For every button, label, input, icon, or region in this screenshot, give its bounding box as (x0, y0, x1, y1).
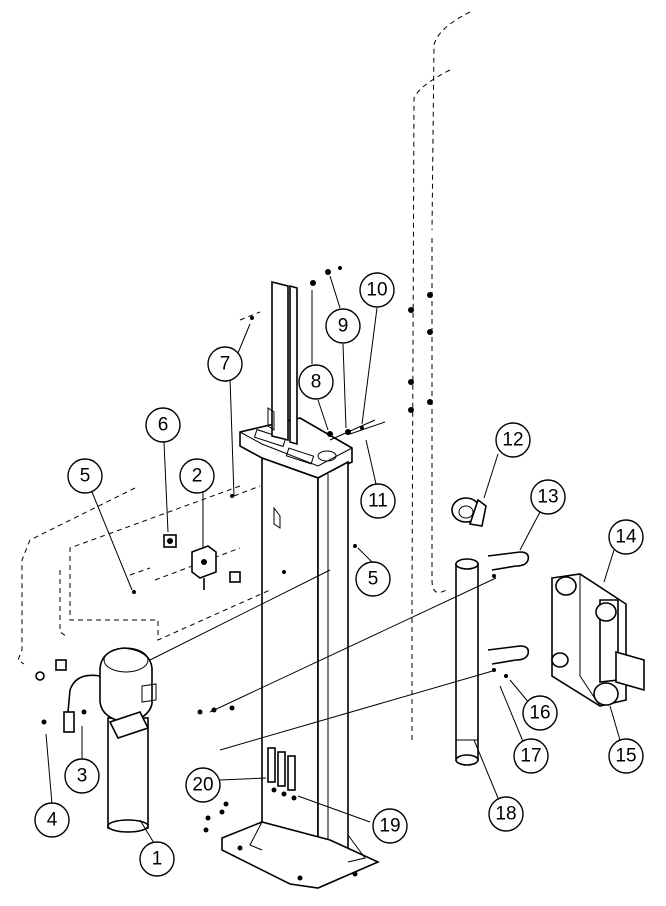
callout-14: 14 (608, 519, 644, 555)
callout-20: 20 (185, 767, 221, 803)
callout-9-label: 9 (338, 316, 349, 337)
callout-17-label: 17 (520, 746, 541, 767)
callout-18-label: 18 (495, 804, 516, 825)
callout-5-left: 5 (67, 458, 103, 494)
callout-19-label: 19 (379, 816, 400, 837)
callout-7-label: 7 (220, 354, 231, 375)
fitting-6 (163, 534, 177, 548)
callout-3-label: 3 (77, 766, 88, 787)
callout-7: 7 (207, 346, 243, 382)
leader-lines (45, 275, 621, 849)
callout-1-label: 1 (152, 849, 163, 870)
callout-12-label: 12 (502, 430, 523, 451)
callout-18: 18 (488, 796, 524, 832)
callout-5-right-label: 5 (368, 569, 379, 590)
callout-15: 15 (608, 738, 644, 774)
column-post (221, 280, 380, 889)
hardware-dots (41, 266, 508, 833)
callout-4-label: 4 (47, 810, 58, 831)
carriage-bracket (551, 573, 645, 707)
callout-6-label: 6 (158, 415, 169, 436)
callout-5-left-label: 5 (80, 466, 91, 487)
callout-15-label: 15 (615, 746, 636, 767)
callout-1: 1 (139, 841, 175, 877)
callout-8: 8 (298, 364, 334, 400)
callout-9: 9 (325, 308, 361, 344)
callout-20-label: 20 (192, 775, 213, 796)
fitting-small (35, 571, 241, 681)
sheave-assembly (451, 497, 487, 527)
callout-3: 3 (64, 758, 100, 794)
callout-10: 10 (359, 272, 395, 308)
callout-2-label: 2 (192, 466, 203, 487)
callout-12: 12 (495, 422, 531, 458)
callout-14-label: 14 (615, 527, 637, 548)
callout-11-label: 11 (368, 491, 388, 512)
callout-19: 19 (372, 808, 408, 844)
callout-4: 4 (34, 802, 70, 838)
assembly-lines (149, 311, 497, 751)
callout-8-label: 8 (311, 372, 322, 393)
lift-cables (408, 11, 471, 740)
hydraulic-cylinder (455, 558, 479, 766)
u-bolts (487, 551, 530, 665)
callout-10-label: 10 (366, 280, 387, 301)
valve-block (191, 545, 217, 590)
callout-16-label: 16 (529, 703, 550, 724)
callout-11: 11 (360, 483, 396, 519)
callout-5-right: 5 (355, 561, 391, 597)
power-unit (63, 647, 157, 833)
callout-13: 13 (530, 479, 566, 515)
callout-6: 6 (145, 407, 181, 443)
callout-13-label: 13 (537, 487, 558, 508)
callout-16: 16 (522, 695, 558, 731)
callout-2: 2 (179, 458, 215, 494)
callout-17: 17 (513, 738, 549, 774)
